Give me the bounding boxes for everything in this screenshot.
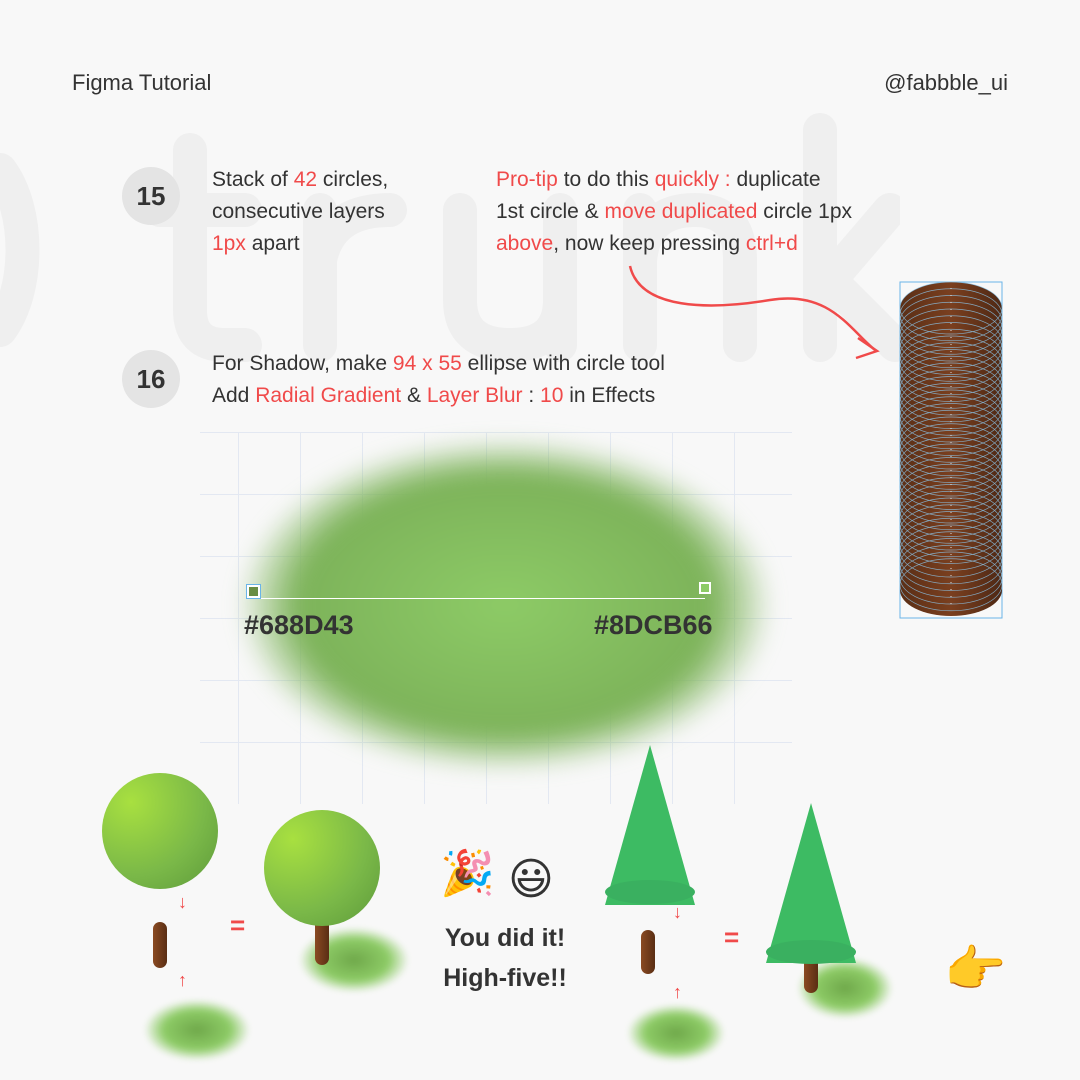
highlight-text: Pro-tip xyxy=(496,168,558,191)
stacked-circle xyxy=(899,328,1003,382)
arrow-down-icon: ↓ xyxy=(673,902,682,922)
tree-crown xyxy=(102,773,218,889)
gradient-line xyxy=(253,598,705,599)
stacked-circle xyxy=(899,558,1003,612)
text-segment: 1st circle & xyxy=(496,200,605,223)
text-segment: , now keep pressing xyxy=(553,232,746,255)
step-16-text: For Shadow, make 94 x 55 ellipse with ci… xyxy=(212,348,665,412)
stacked-circle xyxy=(899,322,1003,375)
highlight-text: above xyxy=(496,232,554,255)
tree-shadow xyxy=(145,1000,249,1060)
text-segment: Add xyxy=(212,384,256,407)
stacked-circle xyxy=(899,335,1003,389)
pine-tree-cone-base xyxy=(766,940,856,964)
arrow-down-icon: ↓ xyxy=(178,892,187,912)
stacked-circle xyxy=(899,342,1003,396)
highlight-text: move duplicated xyxy=(604,200,758,223)
stacked-circle xyxy=(899,416,1003,470)
step-16-badge: 16 xyxy=(122,350,180,408)
pointing-hand-icon: 👉 xyxy=(944,941,1007,997)
end-color-hex: #8DCB66 xyxy=(594,610,713,640)
party-popper-icon: 🎉 xyxy=(440,849,495,898)
text-segment: Stack of xyxy=(212,168,294,191)
stacked-circle xyxy=(899,349,1003,402)
equals-sign: = xyxy=(230,910,246,940)
stacked-circle xyxy=(899,436,1003,490)
start-color-hex: #688D43 xyxy=(244,610,354,640)
stacked-circle xyxy=(899,544,1003,598)
stacked-circle xyxy=(899,355,1003,409)
highlight-text: 1px xyxy=(212,232,246,255)
text-segment: circle 1px xyxy=(757,200,852,223)
highlight-text: 42 xyxy=(293,168,318,191)
pro-tip-text: Pro-tip to do this quickly : duplicate 1s… xyxy=(496,164,852,260)
step-15-text: Stack of 42 circles, consecutive layers 1p… xyxy=(212,164,388,260)
arrow-up-icon: ↑ xyxy=(673,982,682,1002)
stacked-circle xyxy=(899,457,1003,510)
text-segment: apart xyxy=(245,232,300,255)
tree-trunk xyxy=(315,915,329,965)
tutorial-title: Figma Tutorial xyxy=(72,70,212,95)
tree-trunk xyxy=(641,930,655,974)
tree-trunk xyxy=(153,922,167,968)
stacked-circle xyxy=(899,403,1003,456)
highlight-text: Radial Gradient xyxy=(255,384,402,407)
stacked-circle xyxy=(899,450,1003,504)
highlight-text: 10 xyxy=(540,384,564,407)
text-segment: : xyxy=(522,384,541,407)
text-segment: consecutive layers xyxy=(212,200,385,223)
smiley-icon: 😃 xyxy=(508,855,554,904)
highlight-text: 94 x 55 xyxy=(392,352,462,375)
celebration-line-1: You did it! xyxy=(444,924,566,952)
tree-shadow xyxy=(628,1005,724,1061)
text-segment: to do this xyxy=(557,168,655,191)
stacked-circle xyxy=(899,524,1003,578)
gradient-stop-start[interactable] xyxy=(246,584,261,599)
text-segment: ellipse with circle tool xyxy=(461,352,665,375)
stacked-circle xyxy=(899,396,1003,450)
author-handle: @fabbble_ui xyxy=(884,70,1008,95)
step-15-badge: 15 xyxy=(122,167,180,225)
stacked-circle xyxy=(899,430,1003,483)
text-segment: circles, xyxy=(317,168,389,191)
stacked-circle xyxy=(899,423,1003,477)
round-tree-crown xyxy=(264,810,380,926)
highlight-text: Layer Blur xyxy=(426,384,523,407)
pine-cone-top xyxy=(605,745,695,905)
stacked-circle xyxy=(899,504,1003,558)
pine-cone-base xyxy=(605,880,695,904)
stacked-circle xyxy=(899,531,1003,585)
shadow-ellipse xyxy=(240,440,770,770)
text-segment: duplicate xyxy=(730,168,821,191)
gradient-stop-end[interactable] xyxy=(699,582,711,594)
arrow-up-icon: ↑ xyxy=(178,970,187,990)
stacked-circles-cylinder xyxy=(899,281,1003,619)
stacked-circle xyxy=(899,538,1003,591)
stacked-circle xyxy=(899,315,1003,369)
pine-tree-cone xyxy=(766,803,856,963)
stacked-circle xyxy=(899,281,1003,335)
curved-arrow-icon xyxy=(628,265,880,360)
text-segment: & xyxy=(401,384,427,407)
stacked-circle xyxy=(899,409,1003,463)
stacked-circle xyxy=(899,443,1003,497)
text-segment: in Effects xyxy=(563,384,656,407)
stacked-circle xyxy=(899,511,1003,564)
highlight-text: quickly : xyxy=(654,168,731,191)
text-segment: For Shadow, make xyxy=(212,352,393,375)
stacked-circle xyxy=(899,463,1003,517)
stacked-circle xyxy=(899,517,1003,571)
highlight-text: ctrl+d xyxy=(745,232,798,255)
equals-sign: = xyxy=(724,922,740,952)
celebration-line-2: High-five!! xyxy=(443,964,567,992)
